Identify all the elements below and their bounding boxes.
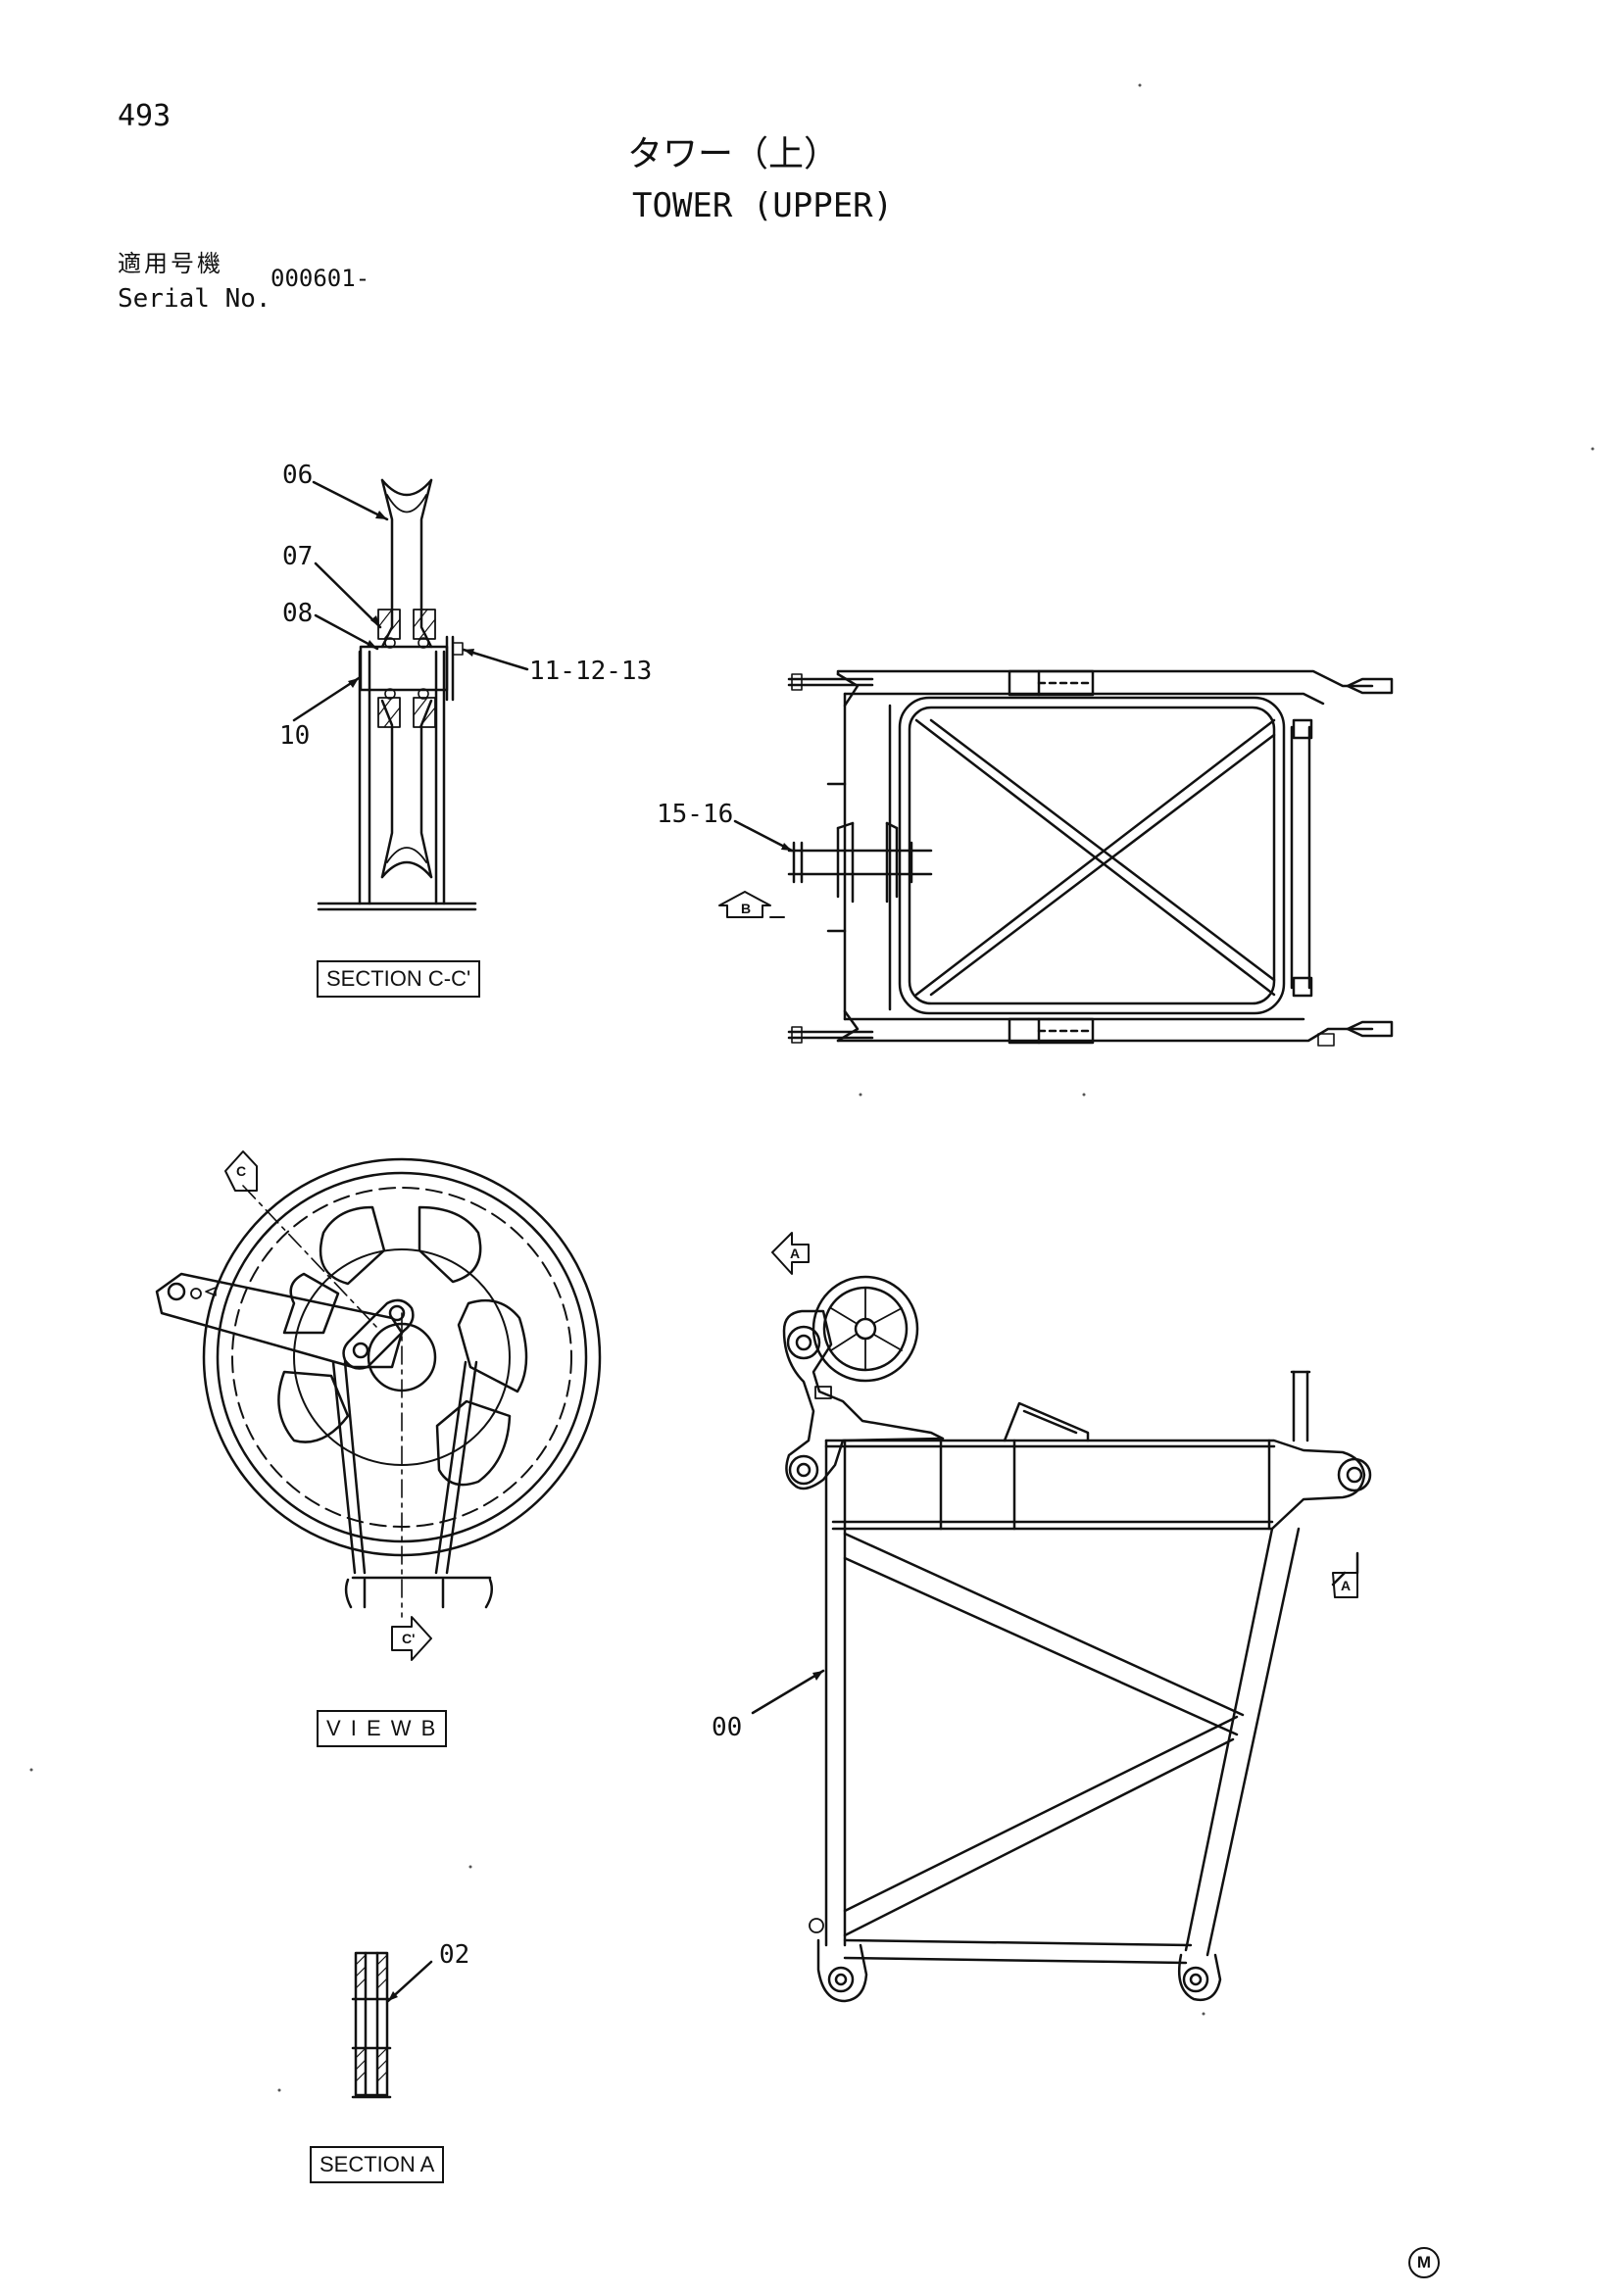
section-marker-b	[718, 891, 785, 918]
serial-label: Serial No.	[118, 284, 271, 314]
section-marker-c-prime-letter: C'	[402, 1631, 416, 1646]
serial-number: 000601-	[270, 265, 370, 292]
view-b-drawing	[155, 1150, 602, 1661]
tower-side-elevation-drawing	[751, 1232, 1372, 2003]
top-view-frame-drawing	[733, 669, 1394, 1047]
callout-10: 10	[279, 721, 311, 751]
section-marker-c-letter: C	[236, 1163, 247, 1179]
section-a-title: SECTION A	[310, 2146, 445, 2183]
section-a-drawing	[351, 1951, 433, 2099]
callout-08: 08	[282, 599, 314, 628]
callout-15-16: 15-16	[657, 800, 734, 829]
section-cc-title: SECTION C-C'	[317, 960, 481, 998]
callout-02: 02	[439, 1940, 470, 1970]
section-marker-b-letter: B	[741, 901, 752, 916]
callout-00: 00	[712, 1713, 743, 1742]
callout-06: 06	[282, 461, 314, 490]
section-marker-a-right-letter: A	[1341, 1578, 1352, 1593]
callout-07: 07	[282, 542, 314, 571]
serial-label-japanese: 適用号機	[118, 250, 223, 277]
section-marker-a-top-letter: A	[790, 1246, 801, 1261]
section-cc-drawing	[292, 478, 529, 911]
page-title: TOWER (UPPER)	[632, 186, 894, 225]
m-mark-icon: M	[1408, 2247, 1440, 2278]
callout-11-12-13: 11-12-13	[529, 657, 653, 686]
page-title-japanese: タワー（上）	[627, 134, 840, 174]
view-b-title: V I E W B	[317, 1710, 448, 1747]
page-number: 493	[118, 99, 172, 133]
